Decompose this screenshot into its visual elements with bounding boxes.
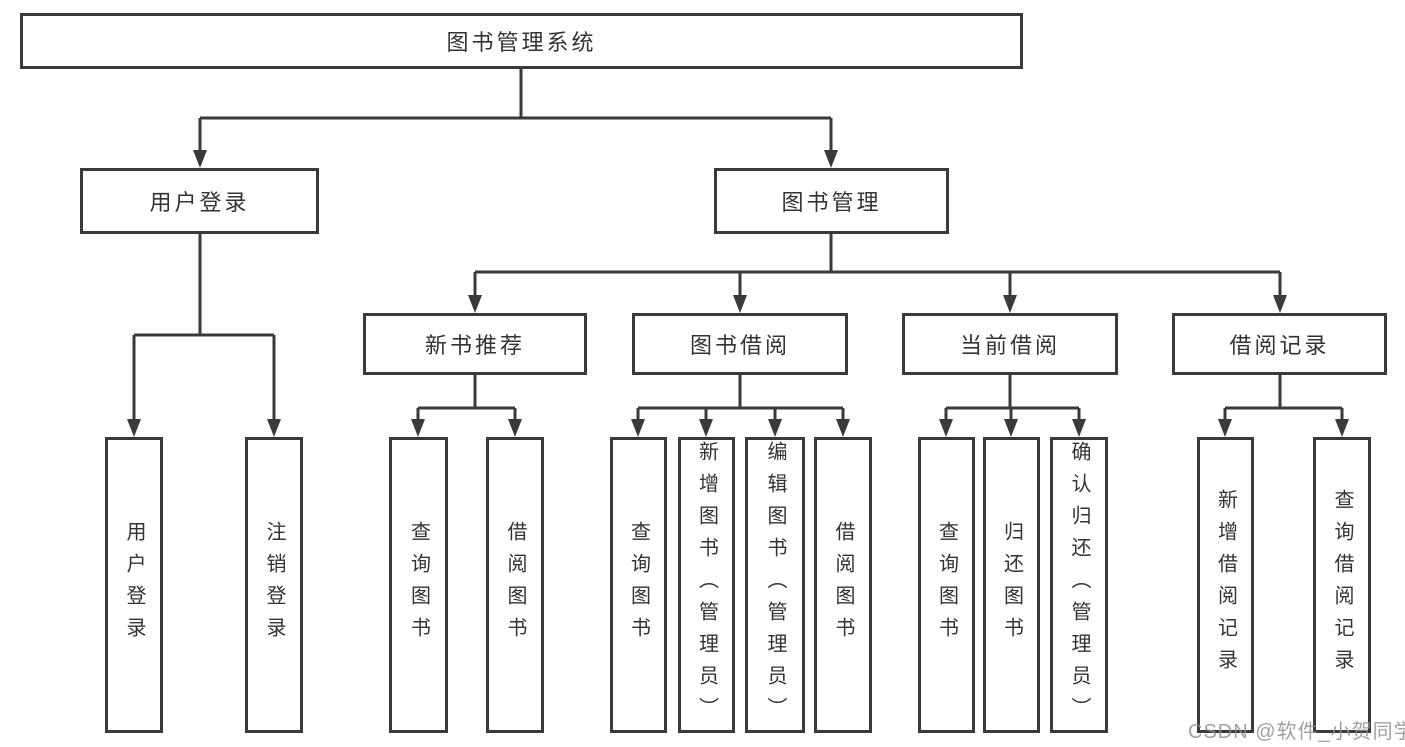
watermark-text: CSDN @软件_小贺同学 — [1188, 721, 1405, 743]
leaf-borrow-add-book-admin: 新增图书（管理员） — [678, 437, 735, 733]
leaf-user-logout: 注销登录 — [245, 437, 303, 733]
node-book-management: 图书管理 — [714, 168, 949, 234]
leaf-borrow-query-book: 查询图书 — [610, 437, 667, 733]
leaf-borrow-borrow-book: 借阅图书 — [814, 437, 872, 733]
leaf-recommend-query-book: 查询图书 — [389, 437, 448, 733]
leaf-current-query-book: 查询图书 — [918, 437, 975, 733]
node-new-book-recommend: 新书推荐 — [363, 313, 587, 375]
leaf-current-return-book: 归还图书 — [983, 437, 1040, 733]
node-borrow-records: 借阅记录 — [1172, 313, 1387, 375]
node-current-borrow: 当前借阅 — [902, 313, 1118, 375]
node-user-login: 用户登录 — [80, 168, 319, 234]
node-book-borrow: 图书借阅 — [632, 313, 848, 375]
arrowhead-icons — [127, 150, 1349, 437]
leaf-current-confirm-return-admin: 确认归还（管理员） — [1050, 437, 1108, 733]
leaf-record-add-record: 新增借阅记录 — [1197, 437, 1254, 733]
node-root: 图书管理系统 — [20, 13, 1023, 69]
leaf-recommend-borrow-book: 借阅图书 — [486, 437, 544, 733]
leaf-borrow-edit-book-admin: 编辑图书（管理员） — [745, 437, 805, 733]
leaf-user-login: 用户登录 — [105, 437, 163, 733]
leaf-record-query-record: 查询借阅记录 — [1313, 437, 1371, 733]
